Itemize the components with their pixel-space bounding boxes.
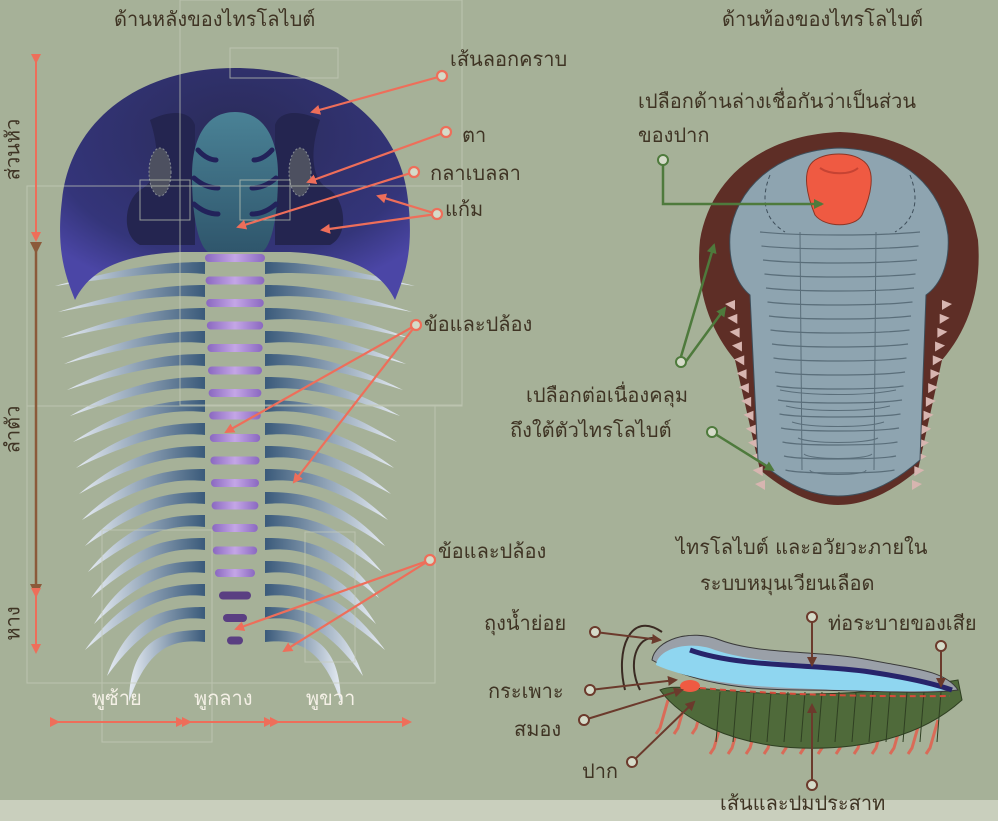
axial-ring: [219, 592, 251, 600]
axial-ring: [227, 637, 243, 645]
label-anus: ท่อระบายของเสีย: [828, 612, 977, 635]
label-glabella: กลาเบลลา: [430, 162, 521, 185]
rim-tooth-left: [753, 466, 763, 476]
label-molt-line: เส้นลอกคราบ: [450, 48, 567, 71]
hypostome: [806, 154, 871, 225]
label-mouth-plate-2: ของปาก: [638, 124, 709, 147]
axial-ring: [210, 434, 260, 442]
axial-ring: [213, 547, 257, 555]
region-tail: หาง: [2, 599, 25, 649]
label-mouth: ปาก: [582, 760, 618, 783]
axial-ring: [207, 344, 262, 352]
label-cheek: แก้ม: [445, 198, 483, 221]
axial-ring: [205, 254, 265, 262]
label-segments-upper: ข้อและปล้อง: [424, 313, 532, 336]
dorsal-title: ด้านหลังของไทรโลไบต์: [114, 8, 315, 31]
internal-trilobite: [622, 626, 962, 754]
label-brain: สมอง: [514, 718, 561, 741]
axial-ring: [212, 502, 259, 510]
region-head: ส่วนหัว: [2, 115, 25, 185]
label-circulatory: ระบบหมุนเวียนเลือด: [700, 572, 874, 595]
axial-ring: [207, 322, 263, 330]
axial-ring: [215, 569, 255, 577]
rim-tooth-right: [912, 480, 922, 490]
label-doublure-1: เปลือกต่อเนื่องคลุม: [526, 384, 688, 407]
axial-ring: [209, 389, 262, 397]
axial-ring: [206, 299, 264, 307]
brain: [680, 680, 700, 692]
internal-title: ไทรโลไบต์ และอวัยวะภายใน: [676, 536, 927, 559]
axial-ring: [223, 614, 247, 622]
axial-ring: [210, 457, 259, 465]
label-segments-lower: ข้อและปล้อง: [438, 540, 546, 563]
label-stomach: กระเพาะ: [488, 680, 564, 703]
rim-tooth-left: [755, 480, 765, 490]
label-eye: ตา: [462, 124, 486, 147]
region-thorax: ลำตัว: [2, 400, 25, 460]
label-mouth-plate-1: เปลือกด้านล่างเชื่อกันว่าเป็นส่วน: [638, 90, 916, 113]
ventral-title: ด้านท้องของไทรโลไบต์: [722, 8, 923, 31]
label-doublure-2: ถึงใต้ตัวไทรโลไบต์: [510, 419, 672, 442]
lobe-middle: พูกลาง: [194, 687, 253, 710]
axial-ring: [212, 524, 258, 532]
glabella: [192, 112, 278, 252]
label-nerve-cord: เส้นและปมประสาท: [720, 792, 885, 815]
leg: [926, 720, 938, 754]
axial-ring: [208, 367, 262, 375]
lobe-right: พูขวา: [306, 687, 355, 710]
label-crop: ถุงน้ำย่อย: [484, 612, 566, 635]
eye-left: [149, 148, 171, 196]
axial-ring: [206, 277, 265, 285]
lobe-left: พูซ้าย: [92, 687, 142, 710]
axial-segments: [205, 254, 265, 645]
rim-tooth-right: [914, 466, 924, 476]
eye-right: [289, 148, 311, 196]
axial-ring: [211, 479, 259, 487]
